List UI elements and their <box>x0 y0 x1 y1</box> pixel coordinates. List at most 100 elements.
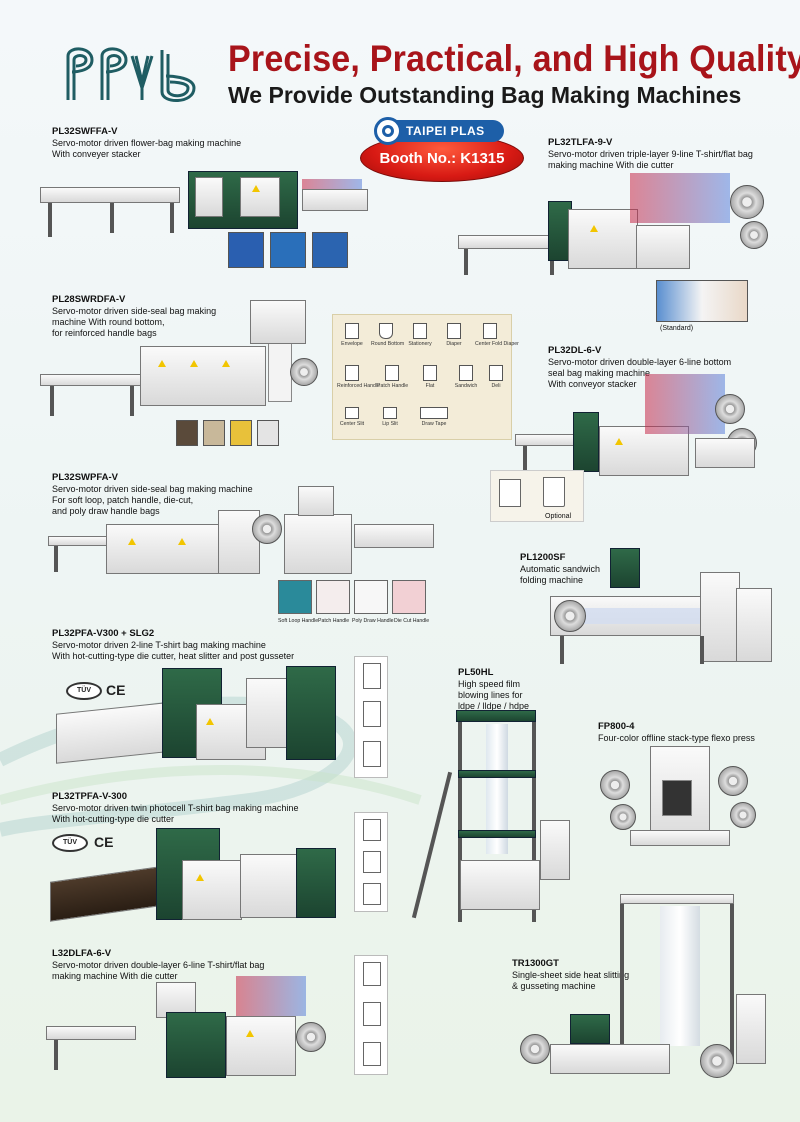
product-desc-line: & gusseting machine <box>512 981 596 991</box>
subheadline: We Provide Outstanding Bag Making Machin… <box>228 82 742 108</box>
product-model: PL28SWRDFA-V <box>52 294 126 305</box>
optional-label: Optional <box>545 513 572 520</box>
machine-image-l32dlfa <box>46 972 346 1088</box>
bag-style-cell: Stationery <box>405 323 435 347</box>
product-desc-line: Servo-motor driven triple-layer 9-line T… <box>548 149 753 159</box>
bag-style-cell: Draw Tape <box>419 407 449 427</box>
product-desc-line: Single-sheet side heat slitting <box>512 970 630 980</box>
headline: Precise, Practical, and High Quality <box>228 38 800 79</box>
product-model: PL32TPFA-V-300 <box>52 791 127 802</box>
sample-photo <box>228 232 264 268</box>
poly-draw-sample <box>354 580 388 614</box>
product-desc-line: With hot-cutting-type die cutter, heat s… <box>52 651 295 661</box>
machine-image-pl32pfa <box>46 664 342 774</box>
handle-samples <box>278 580 426 614</box>
handle-label: Die Cut Handle <box>394 618 430 624</box>
product-desc-line: making machine With die cutter <box>52 971 178 981</box>
bag-style-cell: Diaper <box>439 323 469 347</box>
product-model: TR1300GT <box>512 958 559 969</box>
ce-mark-icon: CE <box>94 834 114 850</box>
product-desc-line: and poly draw handle bags <box>52 506 160 516</box>
sample-photo <box>176 420 198 446</box>
bag-style-cell: Sandwich <box>451 365 481 389</box>
standard-label: (Standard) <box>660 325 694 332</box>
die-cut-sample <box>392 580 426 614</box>
bag-style-cell: Reinforced Handle <box>337 365 380 389</box>
product-model: PL32DL-6-V <box>548 345 602 356</box>
bag-style-chart: Envelope Round Bottom Stationery Diaper … <box>332 314 519 440</box>
sample-photo <box>230 420 252 446</box>
ce-mark-icon: CE <box>106 682 126 698</box>
product-desc-line: High speed film <box>458 679 521 689</box>
product-desc-line: machine With round bottom, <box>52 317 165 327</box>
taipei-plas-logo-icon <box>374 117 402 145</box>
product-desc-line: Servo-motor driven double-layer 6-line b… <box>548 357 732 367</box>
bag-style-cell: Flat <box>415 365 445 389</box>
machine-image-pl1200sf <box>540 548 780 678</box>
machine-image-fp800 <box>590 740 780 860</box>
soft-loop-sample <box>278 580 312 614</box>
bag-style-cell: Center Slit <box>337 407 367 427</box>
company-logo <box>66 47 196 102</box>
sample-photo <box>312 232 348 268</box>
product-desc-line: With hot-cutting-type die cutter <box>52 814 175 824</box>
product-desc-line: seal bag making machine <box>548 368 651 378</box>
product-desc-line: With conveyer stacker <box>52 149 141 159</box>
bag-style-cell: Envelope <box>337 323 367 347</box>
booth-number: Booth No.: K1315 <box>379 150 505 167</box>
product-desc-line: Servo-motor driven 2-line T-shirt bag ma… <box>52 640 266 650</box>
show-name: TAIPEI PLAS <box>406 124 485 138</box>
product-desc-line: Servo-motor driven flower-bag making mac… <box>52 138 242 148</box>
product-model: PL50HL <box>458 667 494 678</box>
product-desc-line: Servo-motor driven double-layer 6-line T… <box>52 960 265 970</box>
handle-label: Soft Loop Handle <box>278 618 319 624</box>
product-desc-line: Four-color offline stack-type flexo pres… <box>598 733 755 743</box>
machine-image-pl32swpfa <box>48 484 438 580</box>
machine-image-pl32tpfa <box>46 824 342 936</box>
sample-photo <box>257 420 279 446</box>
product-desc-line: for reinforced handle bags <box>52 328 157 338</box>
bag-samples-column <box>354 955 388 1075</box>
handle-label: Poly Draw Handle <box>352 618 394 624</box>
product-desc-line: blowing lines for <box>458 690 523 700</box>
product-model: PL32TLFA-9-V <box>548 137 613 148</box>
bag-style-cell: Patch Handle <box>377 365 408 389</box>
product-desc-line: Automatic sandwich <box>520 564 601 574</box>
product-model: PL32SWFFA-V <box>52 126 118 137</box>
bag-samples-column <box>354 656 388 778</box>
bag-style-cell: Deli <box>481 365 511 389</box>
product-desc-line: making machine With die cutter <box>548 160 674 170</box>
machine-image-pl32tlfa <box>450 165 785 280</box>
machine-image-tr1300gt <box>510 894 780 1094</box>
handle-label: Patch Handle <box>318 618 350 624</box>
product-model: L32DLFA-6-V <box>52 948 112 959</box>
machine-image-pl28swrdfa <box>40 296 330 420</box>
bag-style-cell: Round Bottom <box>371 323 404 347</box>
tuv-cert-icon: TÜV <box>66 682 102 700</box>
product-desc-line: ldpe / lldpe / hdpe <box>458 701 530 711</box>
sample-photo <box>656 280 748 322</box>
product-desc-line: Servo-motor driven side-seal bag making <box>52 306 217 316</box>
badge-banner <box>384 120 504 142</box>
product-desc-line: For soft loop, patch handle, die-cut, <box>52 495 194 505</box>
product-model: PL1200SF <box>520 552 566 563</box>
product-model: PL32SWPFA-V <box>52 472 118 483</box>
machine-image-pl32swffa <box>40 165 370 245</box>
bag-style-cell: Center Fold Diaper <box>475 323 519 347</box>
product-model: PL32PFA-V300 + SLG2 <box>52 628 155 639</box>
bag-samples-column <box>354 812 388 912</box>
patch-handle-sample <box>316 580 350 614</box>
product-model: FP800-4 <box>598 721 635 732</box>
product-desc-line: Servo-motor driven side-seal bag making … <box>52 484 253 494</box>
machine-image-pl50hl <box>411 710 580 940</box>
machine-image-pl32dl <box>515 368 780 488</box>
sample-photo <box>270 232 306 268</box>
sample-photo <box>203 420 225 446</box>
tuv-cert-icon: TÜV <box>52 834 88 852</box>
product-desc-line: Servo-motor driven twin photocell T-shir… <box>52 803 299 813</box>
product-desc-line: folding machine <box>520 575 584 585</box>
booth-badge: TAIPEI PLAS Booth No.: K1315 <box>360 117 524 182</box>
optional-bag-box: Optional <box>490 470 584 522</box>
bag-style-cell: Lip Slit <box>375 407 405 427</box>
product-desc-line: With conveyor stacker <box>548 379 637 389</box>
